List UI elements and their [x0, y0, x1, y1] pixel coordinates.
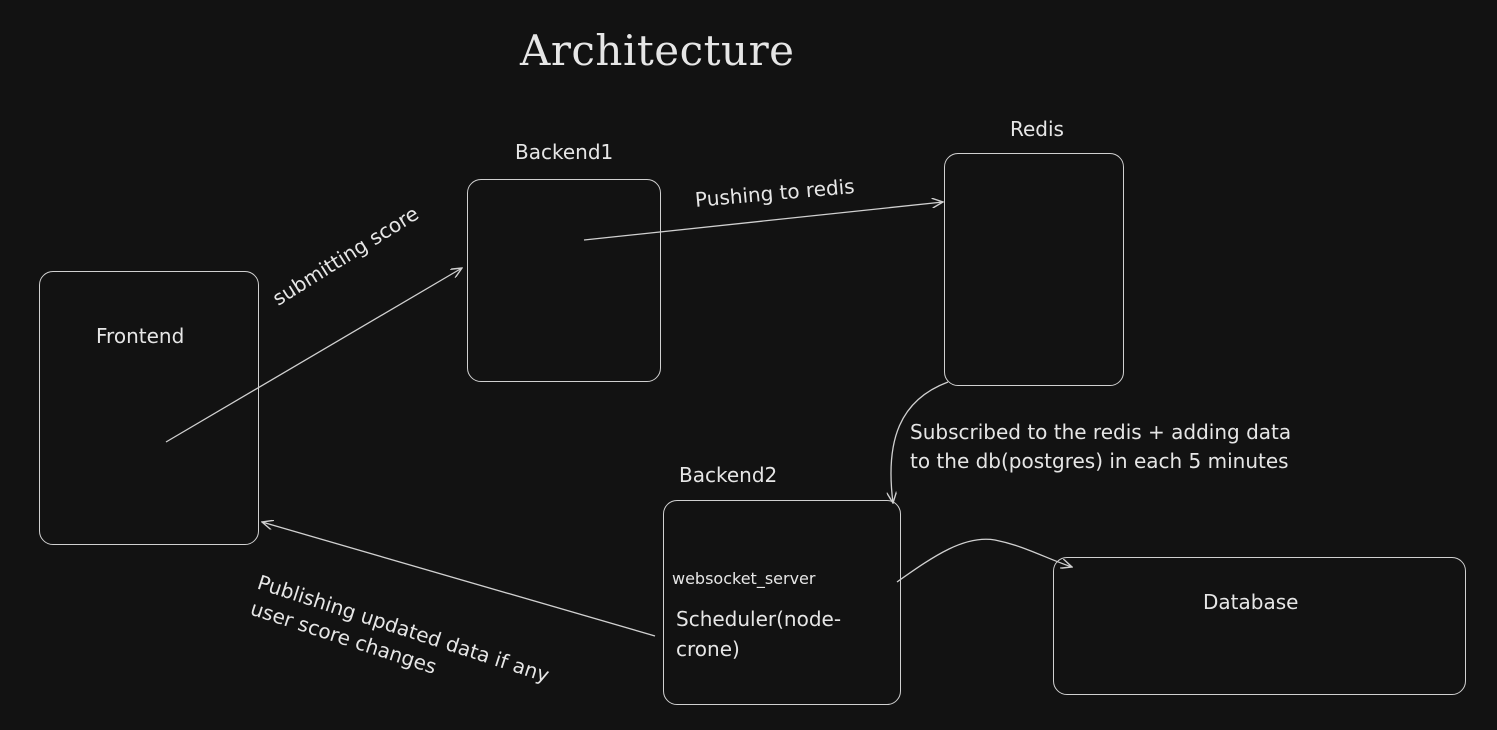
edge-to-database	[896, 538, 1072, 583]
edge-subscribed	[891, 381, 949, 503]
websocket-server-label: websocket_server	[672, 569, 816, 588]
frontend-node	[39, 271, 259, 545]
subscribed-label-line2: to the db(postgres) in each 5 minutes	[910, 449, 1289, 473]
backend2-node	[663, 500, 901, 705]
database-node	[1053, 557, 1466, 695]
backend2-label: Backend2	[679, 463, 778, 487]
edge-submitting-score	[165, 268, 462, 443]
database-label: Database	[1203, 590, 1299, 614]
frontend-label: Frontend	[96, 324, 185, 348]
scheduler-label-line1: Scheduler(node-	[676, 607, 842, 631]
edge-pushing-to-redis	[583, 202, 943, 241]
redis-label: Redis	[1010, 117, 1064, 141]
scheduler-label-line2: crone)	[676, 637, 740, 661]
subscribed-label-line1: Subscribed to the redis + adding data	[910, 420, 1292, 444]
redis-node	[944, 153, 1124, 386]
backend1-label: Backend1	[515, 140, 614, 164]
diagram-title: Architecture	[520, 26, 795, 75]
edge-publishing	[262, 522, 656, 637]
backend1-node	[467, 179, 661, 382]
